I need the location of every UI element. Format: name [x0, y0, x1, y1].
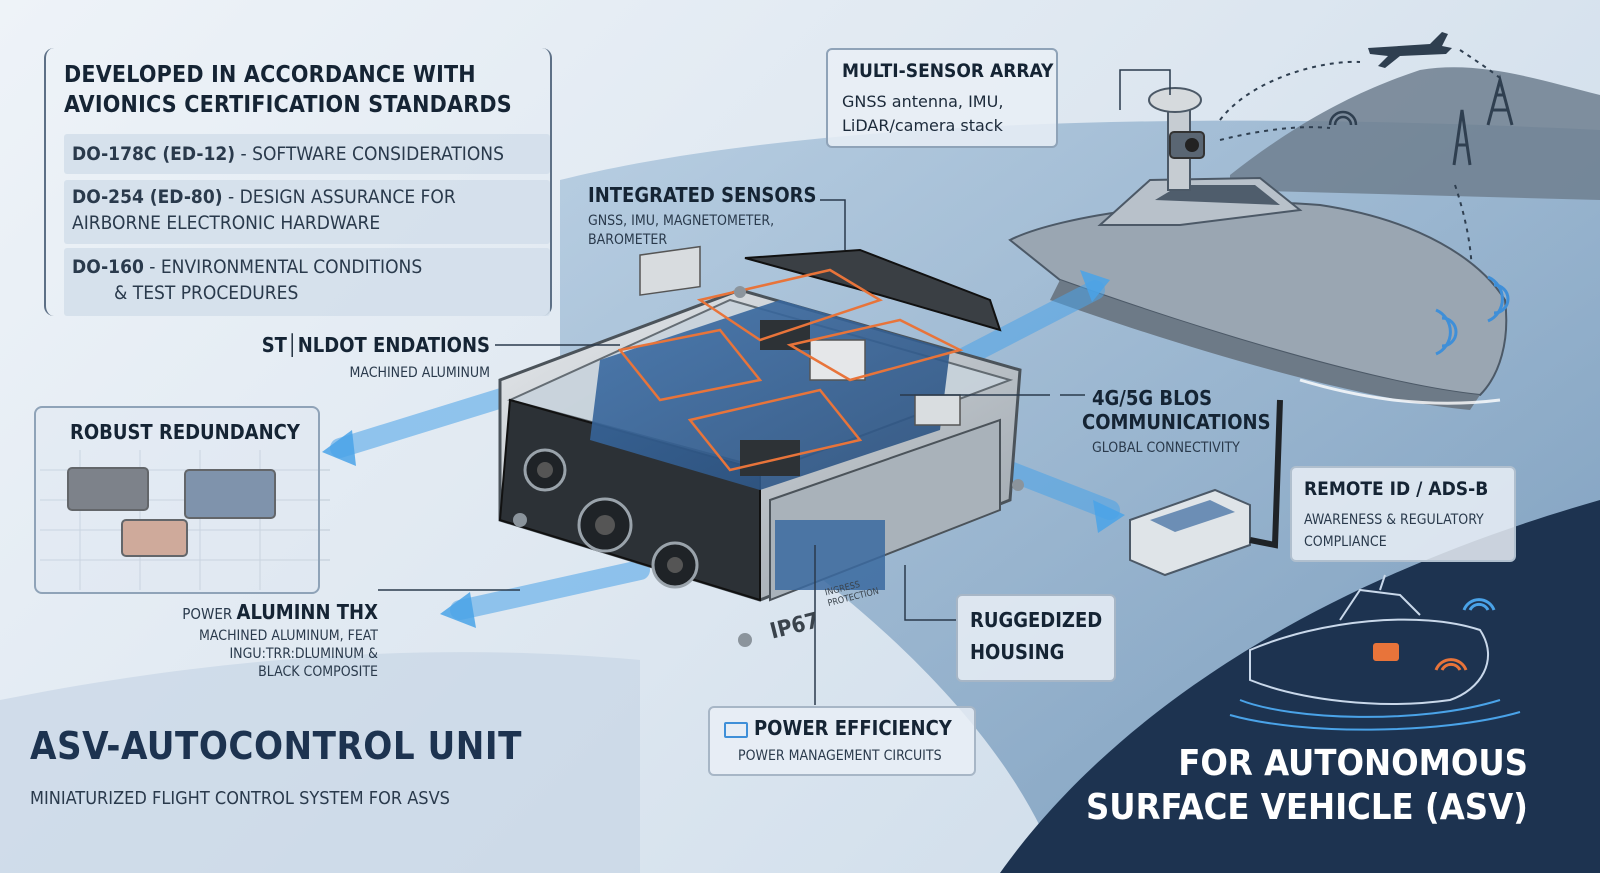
power-aluminum-title: ALUMINN THX: [236, 600, 378, 624]
standards-heading-line1: DEVELOPED IN ACCORDANCE WITH: [64, 62, 476, 88]
multi-sensor-line1: GNSS antenna, IMU,: [842, 92, 1004, 111]
standard-item-do254: DO-254 (ED-80) - DESIGN ASSURANCE FOR AI…: [64, 180, 550, 244]
multi-sensor-title: MULTI-SENSOR ARRAY: [842, 60, 1054, 82]
multi-sensor-card: MULTI-SENSOR ARRAY GNSS antenna, IMU, Li…: [826, 48, 1058, 148]
power-aluminum-line1: MACHINED ALUMINUM, FEAT: [199, 628, 378, 644]
standards-heading-line2: AVIONICS CERTIFICATION STANDARDS: [64, 92, 512, 118]
power-efficiency-title: POWER EFFICIENCY: [754, 716, 952, 740]
redundancy-card: ROBUST REDUNDANCY: [34, 406, 320, 594]
product-subtitle: MINIATURIZED FLIGHT CONTROL SYSTEM FOR A…: [30, 788, 450, 809]
standard-desc: - SOFTWARE CONSIDERATIONS: [235, 143, 504, 165]
radio-tower-icon: [1452, 74, 1514, 166]
battery-icon: [724, 722, 748, 738]
standoff-title: ST│NLDOT ENDATIONS: [261, 333, 490, 357]
comms-label: 4G/5G BLOS COMMUNICATIONS GLOBAL CONNECT…: [1082, 386, 1271, 456]
standard-desc-line2: AIRBORNE ELECTRONIC HARDWARE: [72, 212, 381, 234]
standard-code: DO-178C (ED-12): [72, 143, 236, 165]
integrated-sensors-line1: GNSS, IMU, MAGNETOMETER,: [588, 213, 775, 229]
integrated-sensors-line2: BAROMETER: [588, 232, 668, 248]
coastline-hills: [1230, 67, 1600, 200]
comms-line2: COMMUNICATIONS: [1082, 410, 1271, 434]
airplane-icon: [1368, 32, 1452, 68]
autocontrol-unit-device: [498, 245, 1024, 647]
power-aluminum-label: POWER ALUMINN THX MACHINED ALUMINUM, FEA…: [170, 600, 378, 680]
standoff-label: ST│NLDOT ENDATIONS MACHINED ALUMINUM: [252, 333, 490, 381]
vehicle-title: FOR AUTONOMOUS SURFACE VEHICLE (ASV): [1050, 742, 1528, 830]
standard-code: DO-160: [72, 256, 144, 278]
standards-panel: [44, 48, 552, 316]
standard-desc: - DESIGN ASSURANCE FOR: [222, 186, 456, 208]
integrated-sensors-title: INTEGRATED SENSORS: [588, 183, 817, 207]
multi-sensor-line2: LiDAR/camera stack: [842, 116, 1003, 135]
redundancy-title: ROBUST REDUNDANCY: [70, 420, 300, 444]
standard-desc-line2: & TEST PROCEDURES: [114, 282, 299, 304]
remote-id-module: [1129, 399, 1283, 577]
redundant-chips-illustration: [40, 450, 330, 590]
standards-heading: DEVELOPED IN ACCORDANCE WITH AVIONICS CE…: [64, 60, 512, 120]
standoff-sub: MACHINED ALUMINUM: [349, 365, 490, 381]
wifi-signal-icon: [1328, 110, 1358, 126]
power-aluminum-line2: INGU:TRR:DLUMINUM &: [229, 646, 378, 662]
vehicle-line1: FOR AUTONOMOUS: [1178, 743, 1528, 784]
comms-sub: GLOBAL CONNECTIVITY: [1092, 440, 1240, 456]
water-streak: [0, 652, 640, 873]
remote-id-line2: COMPLIANCE: [1304, 534, 1387, 550]
rugged-line2: HOUSING: [970, 640, 1065, 664]
remote-id-title: REMOTE ID / ADS-B: [1304, 478, 1489, 500]
product-title: ASV-AUTOCONTROL UNIT: [30, 724, 522, 768]
power-aluminum-prefix: POWER: [182, 605, 237, 623]
power-efficiency-sub: POWER MANAGEMENT CIRCUITS: [738, 748, 942, 764]
remote-id-card: REMOTE ID / ADS-B AWARENESS & REGULATORY…: [1290, 466, 1516, 562]
standard-code: DO-254 (ED-80): [72, 186, 223, 208]
asv-panel-background: [1000, 500, 1600, 873]
power-efficiency-card: POWER EFFICIENCY POWER MANAGEMENT CIRCUI…: [708, 706, 976, 776]
standard-desc: - ENVIRONMENTAL CONDITIONS: [143, 256, 423, 278]
integrated-sensors-label: INTEGRATED SENSORS GNSS, IMU, MAGNETOMET…: [588, 183, 816, 248]
standard-item-do178c: DO-178C (ED-12) - SOFTWARE CONSIDERATION…: [64, 134, 550, 174]
vehicle-line2: SURFACE VEHICLE (ASV): [1085, 787, 1528, 828]
remote-id-line1: AWARENESS & REGULATORY: [1304, 512, 1484, 528]
rugged-line1: RUGGEDIZED: [970, 608, 1103, 632]
asv-icon-illustration: [1229, 574, 1521, 731]
rugged-housing-card: RUGGEDIZED HOUSING: [956, 594, 1116, 682]
power-aluminum-title-row: POWER ALUMINN THX: [170, 600, 378, 624]
asv-boat-illustration: [1008, 87, 1510, 410]
comms-line1: 4G/5G BLOS: [1092, 386, 1213, 410]
standard-item-do160: DO-160 - ENVIRONMENTAL CONDITIONS & TEST…: [64, 248, 550, 316]
power-aluminum-line3: BLACK COMPOSITE: [258, 664, 378, 680]
